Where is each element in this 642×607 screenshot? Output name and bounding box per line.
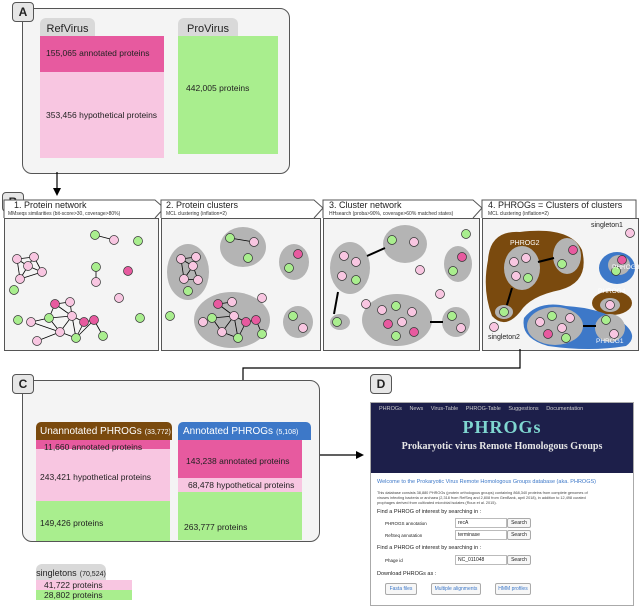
annotated-phrogs-tab: Annotated PHROGs (5,108) bbox=[178, 422, 311, 440]
annotated-hypothetical-block bbox=[178, 478, 302, 492]
step1-box bbox=[4, 218, 159, 351]
annotated-hypothetical-label: 68,478 hypothetical proteins bbox=[188, 480, 295, 490]
step3-subtitle: HHsearch (proba>90%, coverage>60% matche… bbox=[329, 211, 454, 217]
step3-clusters bbox=[330, 225, 472, 346]
hmm-profiles-button[interactable]: HMM profiles bbox=[495, 583, 531, 595]
panel-d-badge: D bbox=[370, 374, 392, 394]
step3-title: 3. Cluster network bbox=[329, 200, 402, 210]
phage-id-input[interactable]: NC_011048 bbox=[455, 555, 507, 565]
description-line-2: viruses infecting bacteria or archaea (2… bbox=[377, 496, 586, 500]
find-heading-2: Find a PHROG of interest by searching in… bbox=[377, 545, 482, 551]
panel-c-badge: C bbox=[12, 374, 34, 394]
step1-subtitle: MMseqs similarities (bit-score>30, cover… bbox=[8, 211, 121, 217]
step4-nodes bbox=[489, 228, 635, 343]
step1-nodes bbox=[9, 230, 145, 346]
step1-title: 1. Protein network bbox=[14, 200, 87, 210]
singletons-pink-block bbox=[36, 580, 132, 590]
step3-nodes bbox=[332, 229, 471, 341]
phrog4-label: PHROG4 bbox=[598, 288, 626, 295]
phrog2-label: PHROG2 bbox=[510, 240, 540, 247]
step2-subtitle: MCL clustering (inflation=2) bbox=[166, 211, 227, 217]
annotated-count: (5,108) bbox=[276, 429, 299, 436]
description-line-1: This database consists 38,880 PHROGs (pr… bbox=[377, 491, 588, 495]
multiple-alignments-button[interactable]: Multiple alignments bbox=[431, 583, 481, 595]
description-line-3: prophages derived from cultivated microb… bbox=[377, 501, 497, 505]
phrog3-label: PHROG3 bbox=[612, 264, 640, 271]
refvirus-annotated-block bbox=[40, 36, 164, 72]
download-heading: Download PHROGs as : bbox=[377, 571, 437, 577]
annotated-green-block bbox=[178, 492, 302, 540]
provirus-tab: ProVirus bbox=[178, 18, 238, 36]
unannotated-title: Unannotated PHROGs bbox=[40, 426, 142, 437]
nav-phrogs[interactable]: PHROGs bbox=[379, 406, 402, 412]
annotated-proteins-label: 263,777 proteins bbox=[184, 522, 248, 532]
nav-phrog-table[interactable]: PHROG-Table bbox=[465, 406, 501, 412]
phrogs-annotation-input[interactable]: recA bbox=[455, 518, 507, 528]
step4-title: 4. PHROGs = Clusters of clusters bbox=[488, 200, 623, 210]
find-heading-1: Find a PHROG of interest by searching in… bbox=[377, 509, 482, 515]
singletons-green-block bbox=[36, 590, 132, 600]
singletons-count: (70,524) bbox=[79, 571, 106, 578]
site-logo: PHROGs bbox=[462, 417, 542, 437]
nav-news[interactable]: News bbox=[409, 406, 424, 412]
unannotated-phrogs-tab: Unannotated PHROGs (33,772) bbox=[36, 422, 172, 440]
nav-virus-table[interactable]: Virus-Table bbox=[430, 406, 459, 412]
welcome-text: Welcome to the Prokaryotic Virus Remote … bbox=[377, 479, 596, 485]
unannotated-annotated-label: 11,660 annotated proteins bbox=[44, 442, 143, 452]
site-nav: PHROGs News Virus-Table PHROG-Table Sugg… bbox=[379, 406, 583, 412]
fasta-files-button[interactable]: Fasta files bbox=[385, 583, 417, 595]
annotated-annotated-block bbox=[178, 440, 302, 478]
unannotated-green-block bbox=[36, 501, 170, 541]
phrog1-label: PHROG1 bbox=[596, 338, 624, 345]
site-header: PHROGs News Virus-Table PHROG-Table Sugg… bbox=[371, 403, 633, 473]
step4-subtitle: MCL clustering (inflation=2) bbox=[488, 211, 549, 217]
step2-title: 2. Protein clusters bbox=[166, 200, 239, 210]
provirus-block bbox=[178, 36, 278, 154]
refvirus-annotated-label: 155,065 annotated proteins bbox=[46, 48, 150, 58]
panel-a-badge: A bbox=[12, 2, 34, 22]
refseq-annotation-label: RefSeq annotation bbox=[385, 533, 423, 538]
phrogs-website-screenshot: PHROGs News Virus-Table PHROG-Table Sugg… bbox=[370, 402, 634, 606]
singletons-pink-label: 41,722 proteins bbox=[44, 580, 103, 590]
refvirus-hypothetical-label: 353,456 hypothetical proteins bbox=[46, 110, 158, 120]
site-subtitle: Prokaryotic virus Remote Homologous Grou… bbox=[401, 441, 603, 452]
refseq-annotation-input[interactable]: terminase bbox=[455, 530, 507, 540]
unannotated-hypothetical-block bbox=[36, 449, 170, 501]
refvirus-tab: RefVirus bbox=[40, 18, 95, 36]
annotated-title: Annotated PHROGs bbox=[183, 426, 274, 437]
singletons-title: singletons bbox=[36, 568, 77, 578]
singleton2-label: singleton2 bbox=[488, 334, 520, 341]
provirus-label: 442,005 proteins bbox=[186, 83, 250, 93]
phrogs-annotation-search-button[interactable]: Search bbox=[507, 518, 531, 528]
refseq-annotation-search-button[interactable]: Search bbox=[507, 530, 531, 540]
step2-nodes bbox=[165, 233, 308, 343]
nav-suggestions[interactable]: Suggestions bbox=[508, 406, 539, 412]
refvirus-hypothetical-block bbox=[40, 72, 164, 158]
step3-cluster-links bbox=[333, 247, 443, 323]
unannotated-annotated-block bbox=[36, 440, 170, 449]
arrow-c-to-d bbox=[318, 451, 364, 459]
nav-documentation[interactable]: Documentation bbox=[546, 406, 584, 412]
unannotated-proteins-label: 149,426 proteins bbox=[40, 518, 104, 528]
phage-id-label: Phage id bbox=[385, 558, 403, 563]
description-text: This database consists 38,880 PHROGs (pr… bbox=[377, 491, 627, 506]
annotated-annotated-label: 143,238 annotated proteins bbox=[186, 456, 290, 466]
unannotated-hypothetical-label: 243,421 hypothetical proteins bbox=[40, 472, 152, 482]
singletons-green-label: 28,802 proteins bbox=[44, 590, 103, 600]
singleton1-label: singleton1 bbox=[591, 222, 623, 229]
unannotated-count: (33,772) bbox=[144, 429, 171, 436]
phrogs-annotation-label: PHROGS annotation bbox=[385, 521, 427, 526]
singletons-tab: singletons (70,524) bbox=[36, 564, 106, 580]
phage-id-search-button[interactable]: Search bbox=[507, 555, 531, 565]
